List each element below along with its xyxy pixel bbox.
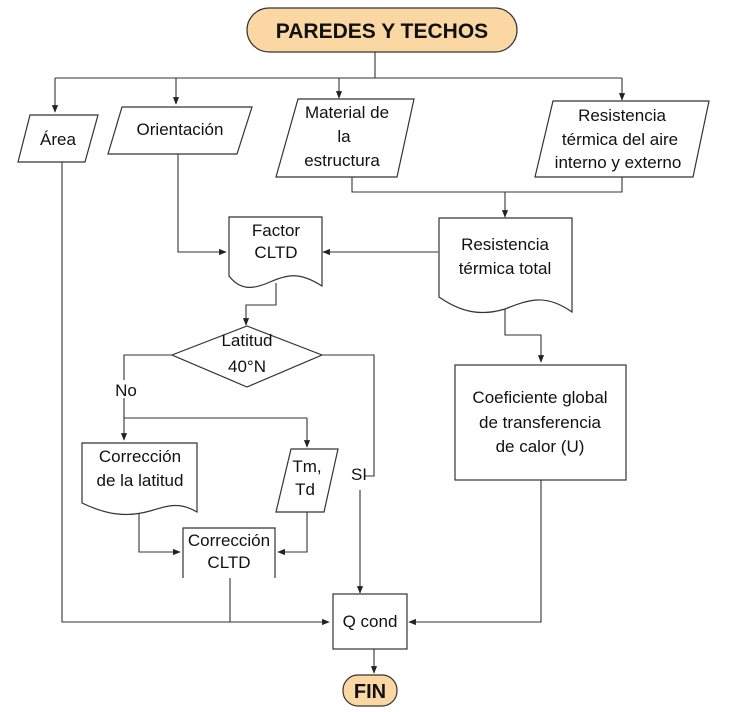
decision-line2: 40°N [228,357,266,376]
input-area-label: Área [40,130,76,149]
document-correccion-latitud: Corrección de la latitud [81,442,198,516]
input-material-line2: la [337,127,351,146]
process-coeficiente-u: Coeficiente global de transferencia de c… [454,364,627,481]
connector-no-split [123,398,307,419]
arrow-u-to-qcond [408,480,542,626]
correccion-latitud-line2: de la latitud [97,471,184,490]
input-resistencia-aire: Resistencia térmica del aire interno y e… [534,100,710,178]
input-material: Material de la estructura [275,98,415,178]
coeficiente-line3: de calor (U) [496,437,585,456]
document-resistencia-total: Resistencia térmica total [438,217,573,314]
connectors [51,52,626,674]
decision-latitud: Latitud 40°N [170,325,324,388]
input-orientacion-label: Orientación [137,120,224,139]
input-tm-td: Tm, Td [275,448,339,513]
tm-td-line2: Td [295,480,315,499]
input-material-line3: estructura [304,151,380,170]
arrow-tmtd-to-correccion-cltd [277,512,308,556]
end-label: FIN [354,681,386,703]
arrow-orientacion-to-cltd [177,154,227,256]
connector-material-aire [351,177,623,193]
coeficiente-line1: Coeficiente global [472,388,607,407]
arrow-resistencia-to-u [504,305,545,363]
connector-decision-no [123,354,172,380]
input-resistencia-aire-line1: Resistencia [578,106,666,125]
input-resistencia-aire-line2: térmica del aire [562,130,678,149]
factor-cltd-line2: CLTD [254,243,297,262]
input-resistencia-aire-line3: interno y externo [555,153,682,172]
end-terminal: FIN [342,674,398,707]
decision-line1: Latitud [221,331,272,350]
process-q-cond: Q cond [332,593,408,650]
arrow-latitud-to-correccion-cltd [138,506,181,556]
input-material-line1: Material de [305,103,389,122]
coeficiente-line2: de transferencia [479,413,601,432]
start-label: PAREDES Y TECHOS [276,20,488,43]
arrow-area-to-qcond [61,162,330,626]
arrow-cltd-to-decision [242,283,277,326]
factor-cltd-line1: Factor [252,221,301,240]
q-cond-label: Q cond [343,612,398,631]
process-correccion-cltd: Corrección CLTD [182,527,276,578]
connector-decision-si [322,354,375,477]
start-terminal: PAREDES Y TECHOS [246,7,518,53]
decision-si-label: SI [351,465,367,484]
correccion-cltd-line1: Corrección [188,531,270,550]
decision-no-label: No [115,381,137,400]
correccion-latitud-line1: Corrección [99,447,181,466]
input-orientacion: Orientación [107,106,253,155]
resistencia-total-line2: térmica total [459,259,552,278]
tm-td-line1: Tm, [292,457,321,476]
resistencia-total-line1: Resistencia [461,235,549,254]
correccion-cltd-line2: CLTD [207,553,250,572]
input-area: Área [17,114,99,163]
document-factor-cltd: Factor CLTD [228,216,323,288]
